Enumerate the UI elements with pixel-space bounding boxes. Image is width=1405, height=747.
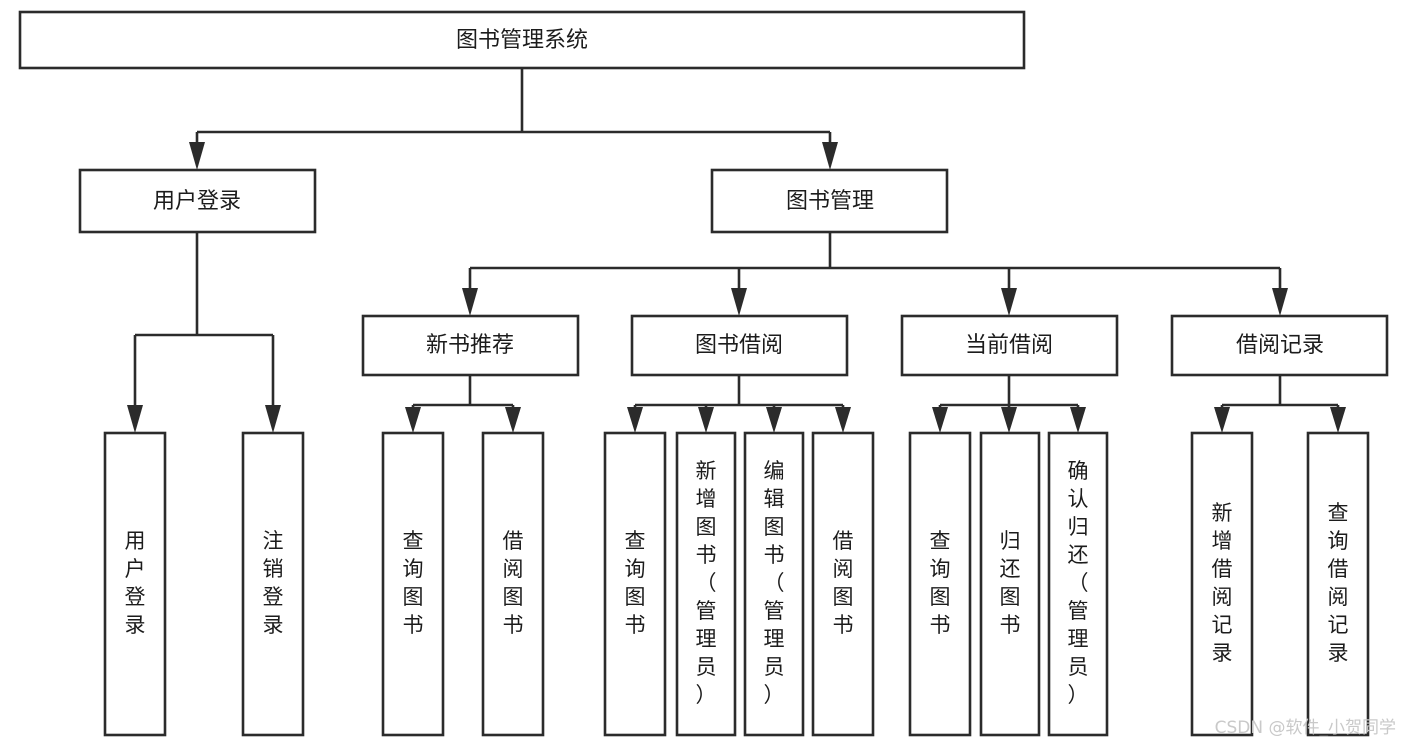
arrow-head-leaf-borrow-book-1 (505, 407, 521, 433)
node-leaf-logout-login-label: 注销登录 (263, 529, 284, 637)
node-leaf-edit-book[interactable]: 编辑图书（管理员） (743, 431, 805, 737)
node-leaf-add-record-label: 新增借阅记录 (1212, 501, 1233, 665)
arrow-head-leaf-confirm-return (1070, 407, 1086, 433)
node-leaf-query-book-2-label: 查询图书 (625, 529, 646, 637)
node-leaf-return-book[interactable]: 归还图书 (979, 431, 1041, 737)
node-book-borrow-label: 图书借阅 (695, 333, 783, 358)
node-current-borrow-label: 当前借阅 (965, 333, 1053, 358)
node-book-management-label: 图书管理 (786, 189, 874, 214)
node-new-book-recommend-box[interactable] (361, 314, 580, 377)
arrow-head-new-book-recommend (462, 288, 478, 316)
arrow-head-leaf-edit-book (766, 407, 782, 433)
node-leaf-confirm-return-box[interactable] (1047, 431, 1109, 737)
arrow-head-leaf-borrow-book-2 (835, 407, 851, 433)
node-leaf-add-record-box[interactable] (1190, 431, 1254, 737)
node-user-login-box[interactable] (78, 168, 317, 234)
arrow-head-leaf-return-book (1001, 407, 1017, 433)
node-leaf-query-book-3[interactable]: 查询图书 (908, 431, 972, 737)
arrow-head-leaf-query-book-1 (405, 407, 421, 433)
node-leaf-add-book[interactable]: 新增图书（管理员） (675, 431, 737, 737)
connector-layer (127, 68, 1346, 433)
node-book-borrow-box[interactable] (630, 314, 849, 377)
node-book-management[interactable]: 图书管理 (710, 168, 949, 234)
node-leaf-query-book-2[interactable]: 查询图书 (603, 431, 667, 737)
node-leaf-user-login-label: 用户登录 (125, 529, 146, 637)
node-leaf-query-book-1[interactable]: 查询图书 (381, 431, 445, 737)
node-leaf-borrow-book-2[interactable]: 借阅图书 (811, 431, 875, 737)
node-leaf-query-book-3-label: 查询图书 (930, 529, 951, 637)
node-leaf-logout-login[interactable]: 注销登录 (241, 431, 305, 737)
arrow-head-leaf-query-book-3 (932, 407, 948, 433)
node-leaf-borrow-book-1-box[interactable] (481, 431, 545, 737)
node-leaf-borrow-book-1-label: 借阅图书 (503, 529, 524, 637)
node-book-management-box[interactable] (710, 168, 949, 234)
node-leaf-query-record-label: 查询借阅记录 (1328, 501, 1349, 665)
node-book-borrow[interactable]: 图书借阅 (630, 314, 849, 377)
node-leaf-query-book-1-label: 查询图书 (403, 529, 424, 637)
node-root-box[interactable] (18, 10, 1026, 70)
arrow-head-leaf-user-login (127, 405, 143, 433)
node-leaf-query-book-2-box[interactable] (603, 431, 667, 737)
node-leaf-borrow-book-2-box[interactable] (811, 431, 875, 737)
node-leaf-add-book-label: 新增图书（管理员） (696, 459, 717, 707)
node-leaf-query-book-3-box[interactable] (908, 431, 972, 737)
node-current-borrow-box[interactable] (900, 314, 1119, 377)
node-new-book-recommend-label: 新书推荐 (426, 333, 514, 358)
node-leaf-user-login[interactable]: 用户登录 (103, 431, 167, 737)
node-leaf-return-book-box[interactable] (979, 431, 1041, 737)
node-user-login-label: 用户登录 (153, 189, 241, 214)
csdn-watermark: CSDN @软件_小贺同学 (1215, 718, 1396, 738)
node-leaf-add-record[interactable]: 新增借阅记录 (1190, 431, 1254, 737)
node-leaf-query-record-box[interactable] (1306, 431, 1370, 737)
node-leaf-borrow-book-1[interactable]: 借阅图书 (481, 431, 545, 737)
node-leaf-return-book-label: 归还图书 (1000, 529, 1021, 637)
node-leaf-add-book-box[interactable] (675, 431, 737, 737)
node-new-book-recommend[interactable]: 新书推荐 (361, 314, 580, 377)
node-root-label: 图书管理系统 (456, 28, 588, 53)
arrow-head-user-login (189, 142, 205, 170)
arrow-head-leaf-query-book-2 (627, 407, 643, 433)
node-current-borrow[interactable]: 当前借阅 (900, 314, 1119, 377)
node-leaf-user-login-box[interactable] (103, 431, 167, 737)
node-leaf-query-book-1-box[interactable] (381, 431, 445, 737)
node-root[interactable]: 图书管理系统 (18, 10, 1026, 70)
arrow-head-current-borrow (1001, 288, 1017, 316)
arrow-head-leaf-add-record (1214, 407, 1230, 433)
arrow-head-book-borrow (731, 288, 747, 316)
node-leaf-borrow-book-2-label: 借阅图书 (833, 529, 854, 637)
node-leaf-logout-login-box[interactable] (241, 431, 305, 737)
node-leaf-edit-book-label: 编辑图书（管理员） (764, 459, 785, 707)
arrow-head-leaf-logout-login (265, 405, 281, 433)
node-leaf-edit-book-box[interactable] (743, 431, 805, 737)
arrow-head-book-management (822, 142, 838, 170)
node-borrow-record-label: 借阅记录 (1236, 333, 1324, 358)
node-borrow-record[interactable]: 借阅记录 (1170, 314, 1389, 377)
node-leaf-confirm-return[interactable]: 确认归还（管理员） (1047, 431, 1109, 737)
arrow-head-leaf-query-record (1330, 407, 1346, 433)
arrow-head-borrow-record (1272, 288, 1288, 316)
node-user-login[interactable]: 用户登录 (78, 168, 317, 234)
node-leaf-query-record[interactable]: 查询借阅记录 (1306, 431, 1370, 737)
node-borrow-record-box[interactable] (1170, 314, 1389, 377)
arrow-head-leaf-add-book (698, 407, 714, 433)
node-leaf-confirm-return-label: 确认归还（管理员） (1068, 459, 1089, 707)
